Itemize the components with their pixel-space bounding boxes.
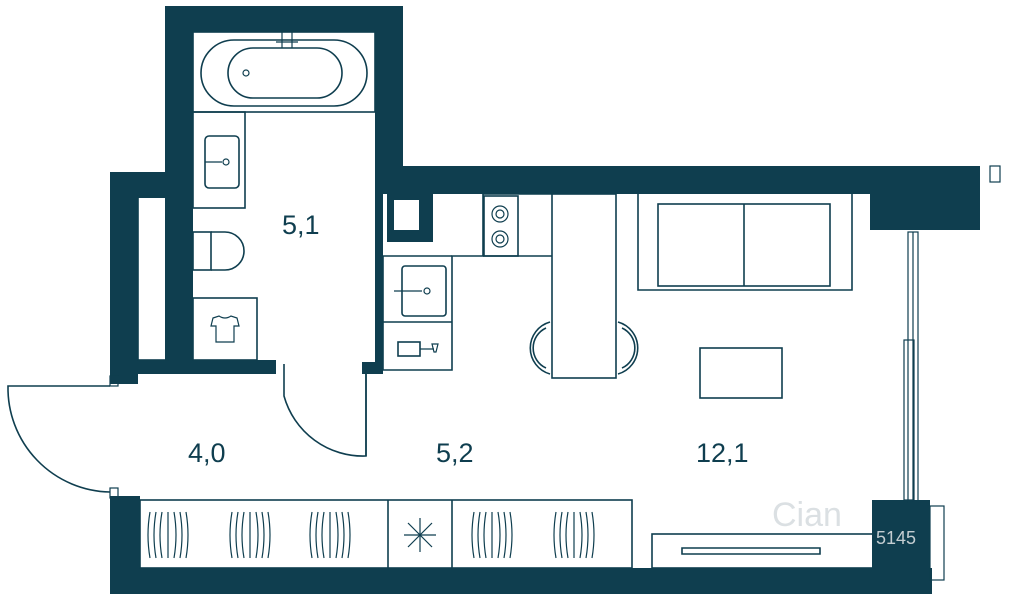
wall	[110, 172, 138, 384]
wall	[165, 6, 403, 32]
radiator-fin	[509, 511, 513, 559]
radiator-fin	[347, 511, 351, 559]
bathroom-door	[283, 364, 367, 457]
dishwasher	[397, 341, 439, 357]
radiator-fin	[267, 511, 271, 559]
radiator-fin	[585, 511, 589, 559]
radiator-fin	[559, 511, 563, 559]
radiator-fin	[579, 511, 583, 559]
radiator-fin	[229, 511, 233, 559]
wall	[870, 166, 980, 230]
toilet	[192, 231, 245, 271]
radiator-fin	[483, 511, 487, 559]
wall	[110, 496, 140, 594]
radiator-fin	[315, 511, 319, 559]
kitchen-sink	[394, 265, 447, 317]
radiator-fin	[335, 511, 339, 559]
radiator-fin	[173, 511, 177, 559]
radiator-fin	[565, 511, 569, 559]
radiator-fin	[185, 511, 189, 559]
radiator-fin	[261, 511, 265, 559]
radiator-fin	[591, 511, 595, 559]
snowflake-icon	[404, 518, 436, 552]
watermark: Cian 5145	[772, 496, 916, 548]
radiator-fin	[235, 511, 239, 559]
radiator-fin	[241, 511, 245, 559]
radiator-fin	[159, 511, 163, 559]
radiator-fin	[179, 511, 183, 559]
door-jamb	[109, 487, 119, 499]
sofa	[637, 194, 853, 291]
coffee-table	[699, 347, 783, 399]
bathtub	[192, 31, 376, 113]
bathroom-area-label: 5,1	[282, 210, 320, 240]
kitchen-area-label: 5,2	[436, 438, 474, 468]
hallway-area-label: 4,0	[188, 438, 226, 468]
radiator-fin	[147, 511, 151, 559]
radiator-fin	[321, 511, 325, 559]
window-sash	[903, 339, 915, 501]
closet	[137, 195, 169, 361]
wall	[165, 6, 193, 362]
wall	[872, 500, 930, 594]
radiator-fin	[255, 511, 259, 559]
door-jamb	[109, 375, 119, 387]
bathroom-sink	[192, 111, 246, 209]
radiator-fin	[497, 511, 501, 559]
shaft-void	[394, 200, 419, 230]
chair	[529, 321, 639, 375]
radiator-fin	[309, 511, 313, 559]
window	[929, 505, 945, 581]
radiator-fins	[147, 511, 595, 559]
doors	[7, 364, 367, 499]
cooktop	[483, 195, 519, 257]
windows	[903, 165, 1001, 581]
tv-stand	[651, 533, 875, 569]
window-frame	[989, 165, 1001, 183]
wall	[110, 360, 276, 374]
radiator-fin	[471, 511, 475, 559]
walls	[110, 6, 980, 594]
radiator-fin	[153, 511, 157, 559]
dining-table	[551, 193, 617, 379]
wall	[375, 166, 885, 194]
watermark-brand: Cian	[772, 496, 842, 534]
wall	[375, 186, 383, 374]
radiator-fin	[477, 511, 481, 559]
radiator-fin	[341, 511, 345, 559]
radiator-fin	[503, 511, 507, 559]
wall	[375, 6, 403, 186]
radiator-fin	[553, 511, 557, 559]
watermark-code: 5145	[876, 528, 916, 548]
living-room-area-label: 12,1	[696, 438, 749, 468]
radiators	[139, 499, 633, 569]
washing-machine	[192, 297, 258, 361]
wall	[110, 568, 932, 594]
entrance-door	[7, 385, 111, 493]
